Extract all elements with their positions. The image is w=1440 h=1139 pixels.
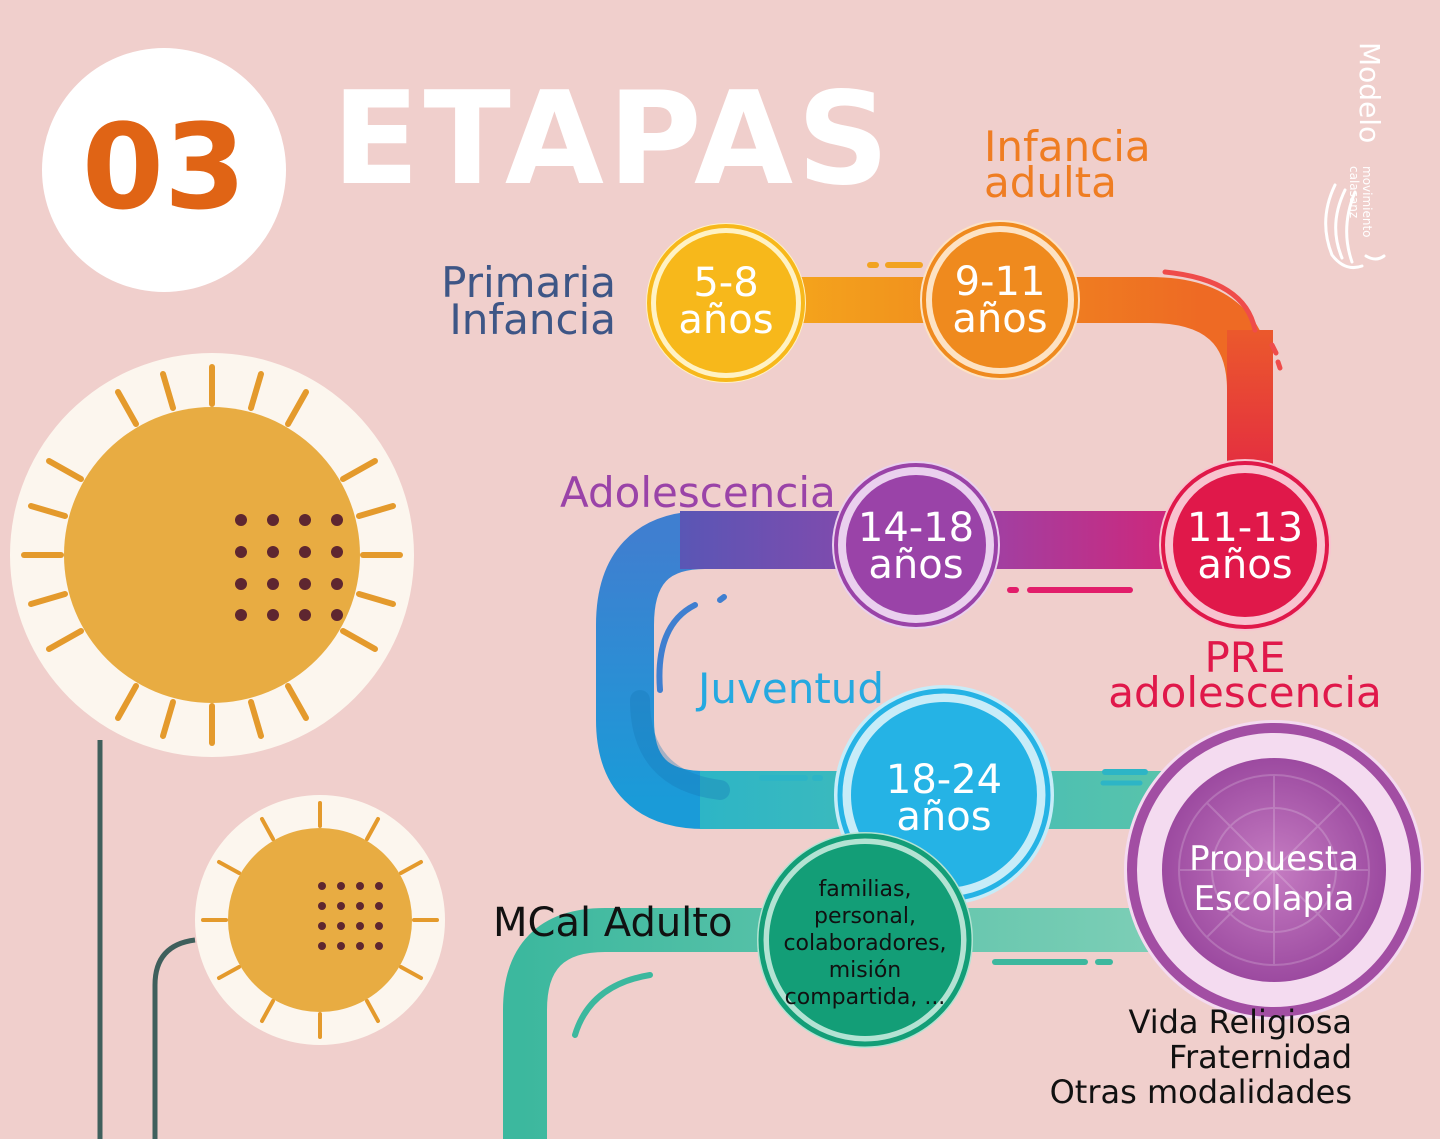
brand-word: Modelo: [1353, 42, 1386, 144]
brand-sub-1: movimiento: [1360, 166, 1374, 238]
calasanz-logo-icon: [1324, 183, 1386, 270]
stage-label-infancia-line1: Infancia: [984, 122, 1151, 171]
stage-unit-5-8: años: [678, 297, 774, 343]
small-sun-icon: [152, 795, 445, 1139]
adult-line-3: colaboradores,: [783, 931, 947, 956]
proposal-option-2: Fraternidad: [1168, 1038, 1352, 1076]
stage-unit-11-13: años: [1197, 542, 1293, 588]
stage-unit-9-11: años: [952, 296, 1048, 342]
stage-circle-11-13: [1159, 459, 1331, 631]
adult-circle: [757, 832, 973, 1048]
stage-range-18-24: 18-24: [885, 757, 1003, 803]
stage-circle-9-11: [920, 220, 1080, 380]
stage-circle-14-18: [832, 461, 1000, 629]
stage-label-pre-line2: adolescencia: [1108, 668, 1382, 717]
proposal-option-1: Vida Religiosa: [1128, 1003, 1353, 1041]
stage-label-pre-line1: PRE: [1204, 633, 1286, 682]
proposal-line-2: Escolapia: [1193, 879, 1355, 919]
stage-range-14-18: 14-18: [857, 505, 975, 551]
section-number-badge: [42, 48, 286, 292]
big-sun-icon: [10, 353, 414, 1139]
brand-sub-2: calasanz: [1347, 166, 1361, 219]
adult-line-1: familias,: [818, 877, 912, 902]
proposal-circle: [1124, 720, 1424, 1020]
stage-label-primaria-line1: Primaria: [441, 258, 616, 307]
section-number: 03: [81, 98, 247, 236]
stage-unit-18-24: años: [896, 794, 992, 840]
page-title: ETAPAS: [332, 65, 894, 214]
stage-unit-14-18: años: [868, 542, 964, 588]
stage-range-9-11: 9-11: [954, 259, 1046, 305]
stage-range-11-13: 11-13: [1186, 505, 1304, 551]
adult-label: MCal Adulto: [493, 900, 733, 946]
stage-circle-5-8: [646, 223, 806, 383]
proposal-line-1: Propuesta: [1189, 839, 1359, 879]
adult-line-4: misión: [828, 958, 902, 983]
stage-label-juventud: Juventud: [698, 664, 885, 713]
proposal-option-3: Otras modalidades: [1049, 1073, 1352, 1111]
stage-label-infancia-line2: adulta: [984, 158, 1117, 207]
stage-label-adolescencia: Adolescencia: [560, 468, 836, 517]
adult-line-2: personal,: [814, 904, 916, 929]
stage-range-5-8: 5-8: [693, 260, 759, 306]
adult-line-5: compartida, ...: [784, 985, 946, 1010]
stage-label-primaria-line2: Infancia: [449, 295, 616, 344]
decorative-dashes: [572, 262, 1283, 1038]
